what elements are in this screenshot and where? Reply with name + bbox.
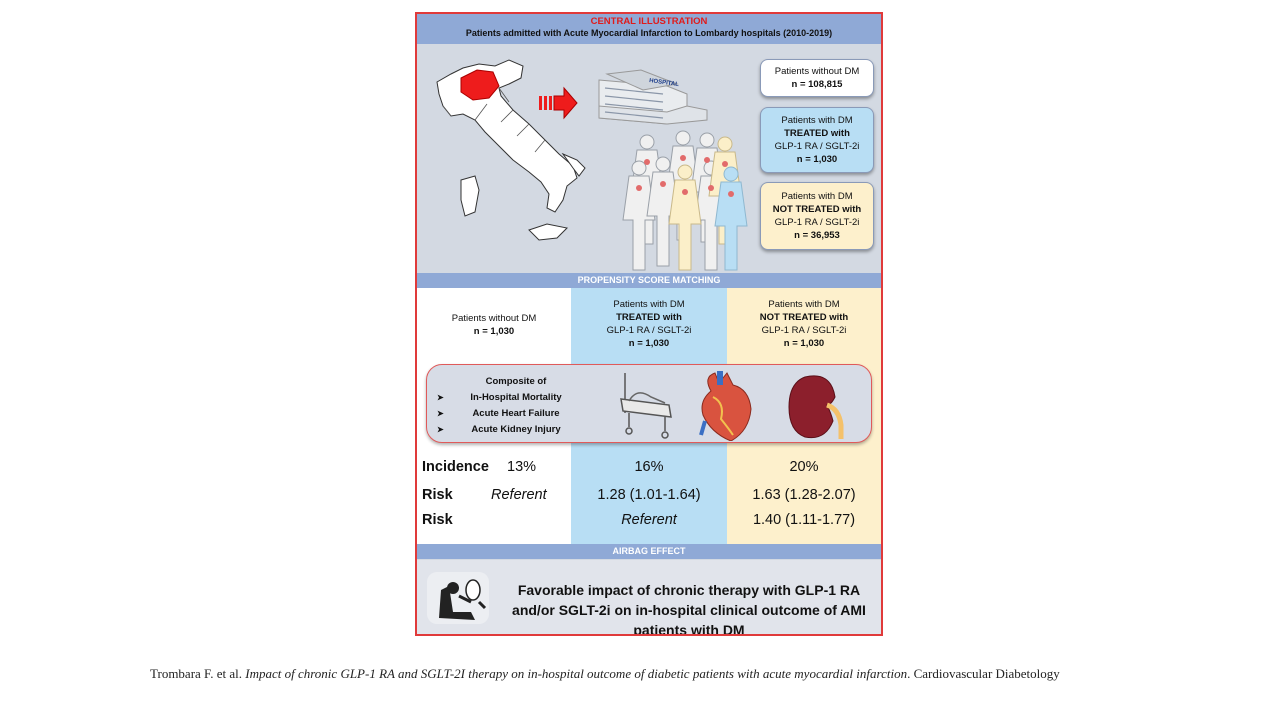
hospital-bed-icon: [620, 373, 672, 439]
propensity-score-band: PROPENSITY SCORE MATCHING: [417, 273, 881, 288]
central-illustration-figure: CENTRAL ILLUSTRATION Patients admitted w…: [415, 12, 883, 636]
risk2-dm-not-treated: 1.40 (1.11-1.77): [752, 512, 856, 528]
caption-separator: .: [907, 666, 914, 681]
matched-label: Patients without DM: [451, 313, 537, 324]
cohort-therapy: GLP-1 RA / SGLT-2i: [774, 217, 860, 228]
risk-label: Risk: [422, 487, 453, 503]
matched-count: n = 1,030: [473, 326, 515, 337]
matched-count: n = 1,030: [628, 338, 670, 349]
airbag-effect-band: AIRBAG EFFECT: [417, 544, 881, 559]
italy-map-icon: [436, 59, 586, 241]
incidence-dm-not-treated: 20%: [789, 459, 819, 475]
patients-group-icon: [622, 130, 748, 271]
caption-authors: Trombara F. et al.: [150, 666, 242, 681]
matched-treatment-status: TREATED with: [616, 312, 682, 323]
risk-label: Risk: [422, 512, 453, 528]
cohort-count: n = 108,815: [791, 79, 843, 90]
bullet-arrow-icon: ➤: [437, 425, 444, 434]
outcome-list: Composite of ➤ In-Hospital Mortality ➤ Acu…: [437, 374, 575, 438]
cohort-count: n = 36,953: [794, 230, 840, 241]
incidence-no-dm: 13%: [507, 459, 537, 475]
risk1-dm-treated: 1.28 (1.01-1.64): [597, 487, 701, 503]
caption-journal: Cardiovascular Diabetology: [913, 666, 1060, 681]
figure-header: CENTRAL ILLUSTRATION Patients admitted w…: [417, 14, 881, 44]
heart-icon: [699, 371, 752, 441]
cohort-box-dm-not-treated: Patients with DM NOT TREATED with GLP-1 …: [760, 182, 874, 250]
bullet-arrow-icon: ➤: [437, 393, 444, 402]
top-illustration: HOSPITAL: [436, 59, 748, 271]
hospital-building-icon: HOSPITAL: [598, 69, 708, 125]
matched-no-dm: Patients without DM n = 1,030: [417, 312, 571, 338]
risk1-dm-not-treated: 1.63 (1.28-2.07): [752, 487, 856, 503]
cohort-box-no-dm: Patients without DM n = 108,815: [760, 59, 874, 97]
lombardy-region: [460, 69, 500, 101]
incidence-label: Incidence: [422, 459, 489, 475]
matched-therapy: GLP-1 RA / SGLT-2i: [761, 325, 847, 336]
citation-caption: Trombara F. et al. Impact of chronic GLP…: [150, 666, 1060, 682]
figure-subtitle: Patients admitted with Acute Myocardial …: [465, 28, 833, 38]
cohort-box-dm-treated: Patients with DM TREATED with GLP-1 RA /…: [760, 107, 874, 173]
not-treated-text: NOT TREATED with: [772, 204, 862, 215]
cohort-treatment-status: NOT TREATED with: [761, 203, 873, 216]
bullet-arrow-icon: ➤: [437, 409, 444, 418]
kidney-icon: [788, 375, 844, 439]
cohort-treatment-status: TREATED with: [784, 128, 850, 139]
cohort-label: Patients with DM: [781, 191, 853, 202]
matched-therapy: GLP-1 RA / SGLT-2i: [606, 325, 692, 336]
figure-title: CENTRAL ILLUSTRATION: [590, 16, 708, 27]
matched-label: Patients with DM: [768, 299, 840, 310]
composite-outcome-box: Composite of ➤ In-Hospital Mortality ➤ Acu…: [426, 364, 872, 443]
outcome-item: Acute Heart Failure: [472, 408, 560, 419]
cohort-count: n = 1,030: [796, 154, 838, 165]
matched-dm-not-treated: Patients with DM NOT TREATED with GLP-1 …: [727, 298, 881, 350]
hospital-sign: HOSPITAL: [649, 78, 680, 88]
arrow-right-icon: [539, 86, 578, 120]
airbag-icon: [427, 572, 489, 624]
matched-label: Patients with DM: [613, 299, 685, 310]
risk2-dm-treated: Referent: [621, 512, 677, 528]
risk1-no-dm: Referent: [491, 487, 547, 503]
cohort-label: Patients without DM: [774, 66, 860, 77]
outcome-item: In-Hospital Mortality: [470, 392, 562, 403]
outcome-item: Acute Kidney Injury: [471, 424, 561, 435]
matched-dm-treated: Patients with DM TREATED with GLP-1 RA /…: [571, 298, 727, 350]
cohort-therapy: GLP-1 RA / SGLT-2i: [774, 141, 860, 152]
matched-treatment-status: NOT TREATED with: [759, 312, 849, 323]
matched-count: n = 1,030: [783, 338, 825, 349]
conclusion-panel: Favorable impact of chronic therapy with…: [417, 560, 881, 636]
outcome-icons: [620, 371, 844, 441]
conclusion-text: Favorable impact of chronic therapy with…: [512, 582, 866, 636]
incidence-dm-treated: 16%: [634, 459, 664, 475]
caption-title: Impact of chronic GLP-1 RA and SGLT-2I t…: [245, 666, 908, 681]
outcome-title: Composite of: [485, 376, 547, 387]
cohort-label: Patients with DM: [781, 115, 853, 126]
